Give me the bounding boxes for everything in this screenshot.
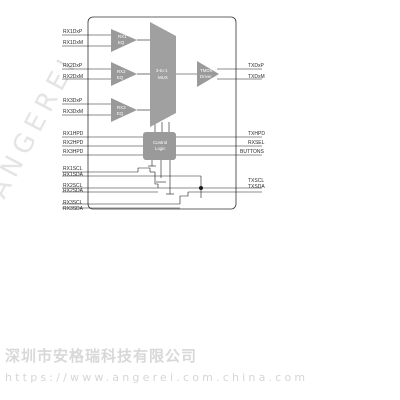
- pin-rx2scl: RX2SCL: [63, 183, 83, 189]
- pin-rx2sda: RX2SDA: [63, 188, 84, 194]
- pin-rx3sda: RX3SDA: [63, 206, 84, 212]
- watermark-company: 深圳市安格瑞科技有限公司: [5, 347, 198, 365]
- pin-txscl: TXSCL: [248, 178, 264, 184]
- rx3-eq-block: RX3 EQ: [111, 98, 137, 122]
- pin-rx3dm: RX3DxM: [63, 109, 83, 115]
- rx1-eq-line1: RX1: [118, 34, 127, 39]
- pin-rx3dp: RX3DxP: [63, 98, 83, 104]
- pin-rx2hpd: RX2HPD: [63, 140, 84, 146]
- rx1-eq-line2: EQ: [118, 40, 125, 45]
- control-logic-block: Control Logic: [143, 132, 176, 160]
- chip-outline: [87, 16, 237, 210]
- pin-rx1hpd: RX1HPD: [63, 131, 84, 137]
- pin-rx2dm: RX2DxM: [63, 74, 83, 80]
- junction-dot: [199, 186, 203, 190]
- rx2-eq-line1: RX2: [117, 69, 126, 74]
- pin-rx3scl: RX3SCL: [63, 200, 83, 206]
- pin-txdp: TXDxP: [248, 63, 265, 69]
- control-line2: Logic: [155, 146, 166, 151]
- pin-rx3hpd: RX3HPD: [63, 149, 84, 155]
- pin-buttons: BUTTONS: [240, 149, 264, 155]
- pin-rx2dp: RX2DxP: [63, 63, 83, 69]
- tmds-line1: TMDS: [200, 68, 213, 73]
- control-line1: Control: [153, 140, 167, 145]
- ddc-switches: [148, 165, 174, 195]
- pin-rxsel: RXSEL: [248, 140, 265, 146]
- pin-rx1dm: RX1DxM: [63, 40, 83, 46]
- rx1-eq-block: RX1 EQ: [111, 29, 137, 52]
- pin-rx1scl: RX1SCL: [63, 166, 83, 172]
- mux-block: 3-to-1 MUX: [150, 22, 176, 127]
- tmds-driver-block: TMDS Driver: [197, 61, 219, 87]
- pin-txsda: TXSDA: [248, 184, 265, 190]
- tmds-line2: Driver: [200, 74, 212, 79]
- rx2-eq-block: RX2 EQ: [111, 62, 137, 86]
- mux-line1: 3-to-1: [156, 68, 168, 73]
- watermark-url: https://www.angerei.com.china.com: [5, 371, 309, 384]
- rx2-eq-line2: EQ: [117, 75, 124, 80]
- pin-rx1sda: RX1SDA: [63, 172, 84, 178]
- rx3-eq-line2: EQ: [117, 111, 124, 116]
- rx3-eq-line1: RX3: [117, 105, 126, 110]
- pin-txdm: TXDxM: [248, 74, 265, 80]
- mux-line2: MUX: [158, 75, 168, 80]
- watermark-diagonal: ANGEREI: [0, 50, 84, 204]
- pin-txhpd: TXHPD: [248, 131, 265, 137]
- pin-rx1dp: RX1DxP: [63, 29, 83, 35]
